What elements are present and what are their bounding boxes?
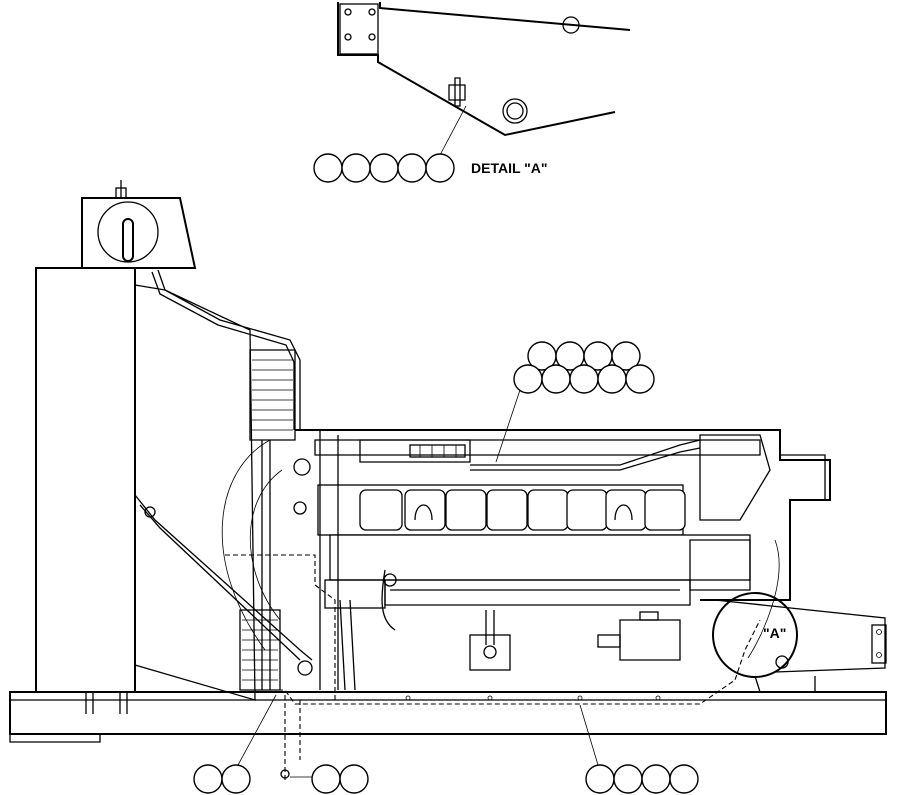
aftercooler	[689, 539, 751, 591]
leader-bottom-left	[237, 694, 277, 766]
sight-glass	[122, 218, 134, 262]
callout-bottom-center-group	[311, 764, 369, 794]
turbo-housing	[699, 434, 771, 521]
radiator-assembly	[35, 180, 313, 701]
mounting-foot	[714, 599, 886, 673]
callout-upper-engine-row1	[527, 341, 641, 371]
skid-rail	[9, 691, 887, 735]
radiator-shroud	[134, 284, 256, 701]
engine-outline	[295, 429, 831, 601]
radiator-core	[35, 267, 136, 693]
fan-hub-lines	[261, 440, 271, 690]
strut-mount	[297, 660, 313, 676]
base-frame	[9, 554, 887, 780]
fan-arc	[221, 439, 271, 651]
coolant-hose	[157, 269, 301, 430]
support-strut	[134, 494, 313, 661]
fuel-line	[470, 439, 701, 466]
front-pulley	[293, 458, 311, 476]
detail-boss-outer	[502, 98, 528, 124]
air-intake	[780, 454, 826, 501]
crankcase	[329, 534, 751, 581]
detail-a-title: DETAIL "A"	[471, 160, 548, 176]
fan-guard-fins	[239, 349, 296, 691]
oil-filter-housing	[324, 579, 386, 609]
detail-pivot-hole	[562, 16, 580, 34]
isolator-mount	[754, 675, 816, 693]
flywheel-housing: "A"	[712, 539, 887, 693]
callout-detail-a-group	[313, 153, 455, 183]
detail-bracket-top-edge	[379, 2, 631, 31]
expansion-tank	[81, 197, 197, 269]
top-manifold	[359, 439, 471, 463]
detail-leader-line	[439, 105, 467, 156]
callout-bottom-left-group	[193, 764, 251, 794]
leader-lines	[237, 389, 599, 778]
top-rail	[314, 439, 761, 456]
engine-block	[293, 429, 831, 691]
front-cover	[319, 430, 339, 690]
sensor-lead	[222, 554, 336, 700]
sensor-mount-plate	[469, 634, 511, 671]
ground-terminal	[280, 769, 290, 779]
detail-sensor-fitting	[448, 77, 466, 107]
radiator-legs	[85, 692, 128, 714]
sensor-block	[409, 444, 466, 458]
leader-bottom-right	[579, 704, 599, 766]
sight-glass-ring	[97, 201, 159, 263]
detail-boss-inner	[506, 102, 524, 120]
callout-upper-engine-row2	[513, 364, 655, 394]
starter-motor	[619, 619, 681, 661]
detail-ref-leader	[747, 539, 780, 659]
detail-a-inset	[337, 2, 631, 156]
callout-bottom-right-group	[585, 764, 699, 794]
oil-pan	[384, 579, 691, 606]
sensor-probe	[485, 610, 495, 645]
detail-ref-label: "A"	[763, 625, 786, 641]
detail-bracket-outline	[337, 2, 616, 137]
cylinder-heads	[317, 484, 686, 536]
foot-plate	[871, 624, 887, 664]
detail-mount-plate	[339, 3, 379, 55]
leader-upper-engine	[495, 389, 521, 463]
